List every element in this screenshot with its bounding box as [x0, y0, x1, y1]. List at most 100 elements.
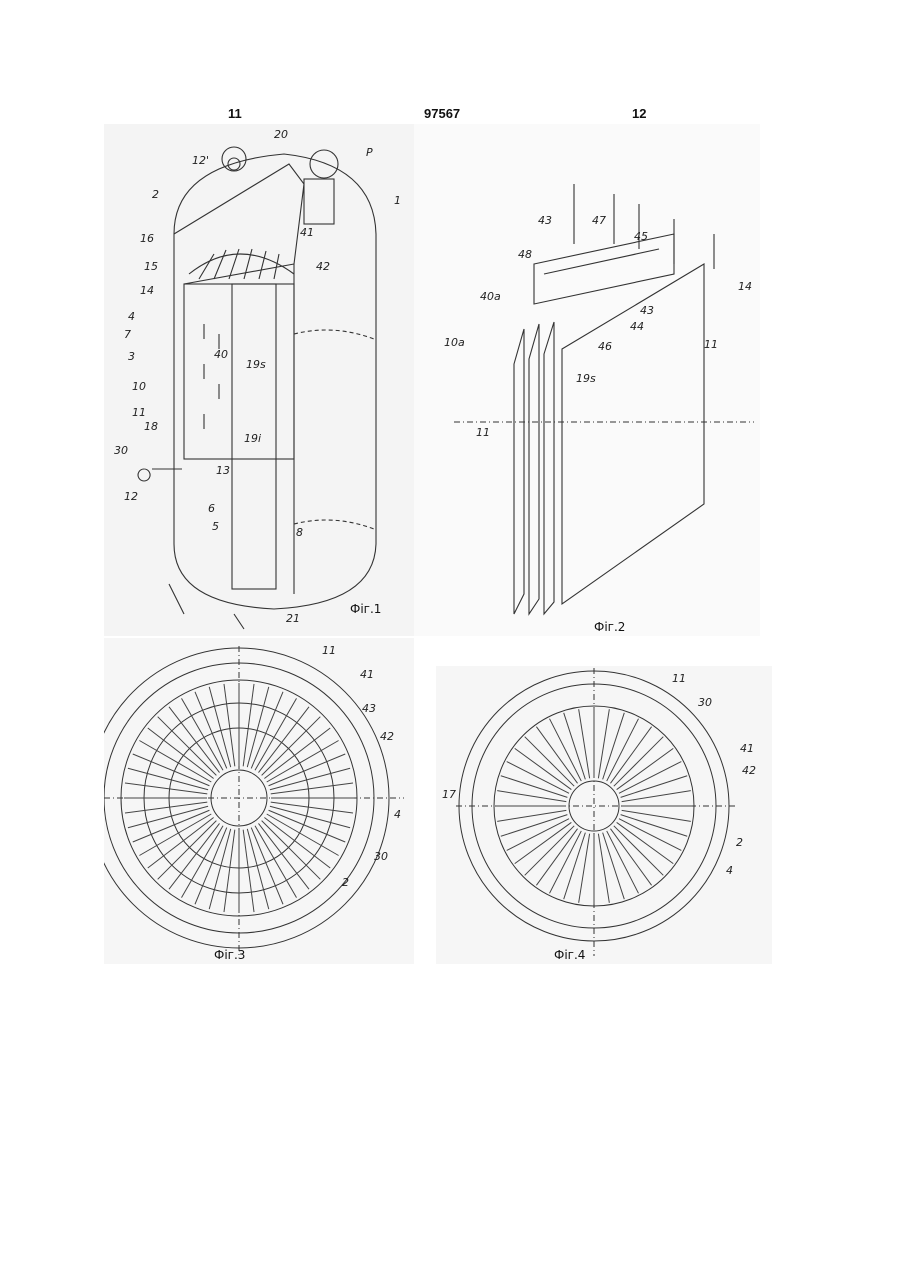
fig1-label: 5	[212, 520, 219, 533]
fig4-caption: Фіг.4	[554, 948, 585, 962]
fig2-label: 43	[538, 214, 552, 227]
fin-line	[497, 810, 566, 821]
fig1-label: 19s	[246, 358, 266, 371]
fig1-label: 12'	[192, 154, 209, 167]
fig1-label: 21	[286, 612, 300, 625]
fin-line	[148, 728, 214, 779]
fig2-label: 46	[598, 340, 612, 353]
fig1-label: 8	[296, 526, 303, 539]
fig3-label: 11	[322, 644, 336, 657]
fig2-label: 43	[640, 304, 654, 317]
fig3-label: 42	[380, 730, 394, 743]
fig1-label: 18	[144, 420, 158, 433]
fin-line	[507, 762, 569, 794]
fin-line	[579, 709, 590, 778]
fin-line	[247, 829, 268, 909]
fig1-label: 13	[216, 464, 230, 477]
fig2-label: 14	[738, 280, 752, 293]
fig2-label: 47	[592, 214, 606, 227]
fin-line	[209, 829, 230, 909]
fig3-caption: Фіг.3	[214, 948, 245, 962]
fig1-label: 6	[208, 502, 215, 515]
fig1-label: 7	[124, 328, 131, 341]
fig1-label: 16	[140, 232, 154, 245]
right-page-number: 12	[632, 106, 646, 121]
fig1-label: 40	[214, 348, 228, 361]
fin-line	[550, 831, 582, 893]
fin-line	[507, 819, 569, 851]
figure-4-drawing	[436, 666, 772, 964]
fin-line	[209, 687, 230, 767]
fig4-label: 41	[740, 742, 754, 755]
fig1-label: 42	[316, 260, 330, 273]
fin-line	[258, 707, 309, 773]
fin-line	[497, 791, 566, 802]
fig3-label: 2	[342, 876, 349, 889]
fin-line	[607, 831, 639, 893]
fin-line	[148, 817, 214, 868]
figure-4: 11 30 41 42 17 2 4 Фіг.4	[436, 666, 772, 964]
fin-line	[264, 817, 330, 868]
left-page-number: 11	[228, 106, 242, 121]
fig1-caption: Фіг.1	[350, 602, 381, 616]
fig2-label: 11	[476, 426, 490, 439]
fin-line	[598, 709, 609, 778]
fig2-label: 10a	[444, 336, 465, 349]
fin-line	[270, 768, 350, 789]
fin-line	[550, 719, 582, 781]
fig1-label: P	[366, 146, 373, 159]
fig2-caption: Фіг.2	[594, 620, 625, 634]
fin-line	[619, 819, 681, 851]
fig2-label: 40a	[480, 290, 501, 303]
fin-line	[271, 783, 353, 794]
fin-line	[128, 806, 208, 827]
fig1-label: 2	[152, 188, 159, 201]
fin-line	[224, 684, 235, 766]
fin-line	[262, 821, 321, 880]
fin-line	[258, 823, 309, 889]
fin-line	[158, 717, 217, 776]
fig3-label: 43	[362, 702, 376, 715]
fig1-label: 1	[394, 194, 401, 207]
fin-line	[169, 823, 220, 889]
fin-line	[264, 728, 330, 779]
fig1-label: 41	[300, 226, 314, 239]
fin-line	[270, 806, 350, 827]
fig2-label: 45	[634, 230, 648, 243]
fig1-label: 14	[140, 284, 154, 297]
fin-line	[128, 768, 208, 789]
fig1-label: 20	[274, 128, 288, 141]
fin-line	[271, 802, 353, 813]
fin-line	[262, 717, 321, 776]
fig3-label: 41	[360, 668, 374, 681]
fin-line	[598, 834, 609, 903]
fig4-label: 11	[672, 672, 686, 685]
fig4-label: 2	[736, 836, 743, 849]
fin-line	[243, 830, 254, 912]
figure-3: 11 41 43 42 4 30 2 Фіг.3	[104, 638, 414, 964]
fig3-label: 30	[374, 850, 388, 863]
fig1-label: 12	[124, 490, 138, 503]
fig1-label: 11	[132, 406, 146, 419]
fin-line	[607, 719, 639, 781]
fig1-label: 19i	[244, 432, 261, 445]
fig1-label: 10	[132, 380, 146, 393]
fig4-label: 17	[442, 788, 456, 801]
fig1-label: 4	[128, 310, 135, 323]
fig3-label: 4	[394, 808, 401, 821]
fin-line	[247, 687, 268, 767]
fig4-label: 4	[726, 864, 733, 877]
patent-number: 97567	[424, 106, 460, 121]
fin-line	[158, 821, 217, 880]
fig2-label: 48	[518, 248, 532, 261]
figure-2: 43 47 45 48 14 40a 43 44 46 10a 19s 11 1…	[414, 124, 760, 636]
fig1-label: 15	[144, 260, 158, 273]
fig2-label: 19s	[576, 372, 596, 385]
fin-line	[224, 830, 235, 912]
fig4-label: 42	[742, 764, 756, 777]
fin-line	[622, 810, 691, 821]
figure-1-drawing	[104, 124, 414, 636]
fig1-label: 30	[114, 444, 128, 457]
fig2-label: 44	[630, 320, 644, 333]
fig2-label: 11	[704, 338, 718, 351]
